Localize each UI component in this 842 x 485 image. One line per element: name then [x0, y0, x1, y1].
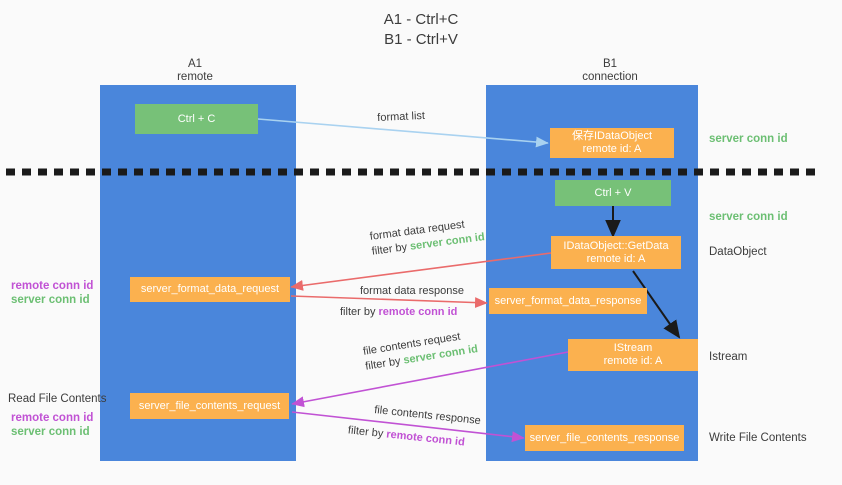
- filter-by-prefix: filter by: [371, 240, 411, 258]
- edge-label-format-list-text: format list: [377, 109, 426, 124]
- box-server-format-data-response[interactable]: server_format_data_response: [489, 288, 647, 314]
- box-ctrl-v[interactable]: Ctrl + V: [555, 180, 671, 206]
- note-left-server-conn-id-2: server conn id: [11, 426, 90, 438]
- filter-by-prefix: filter by: [347, 424, 387, 441]
- edge-label-file-contents-response: file contents response filter by remote …: [347, 403, 482, 452]
- note-right-dataobject: DataObject: [709, 246, 767, 258]
- edge-label-file-contents-response-line2: filter by remote conn id: [347, 423, 479, 452]
- box-istream[interactable]: IStream remote id: A: [568, 339, 698, 371]
- column-header-b1: B1 connection: [582, 58, 638, 83]
- note-left-remote-conn-id-2: remote conn id: [11, 412, 94, 424]
- edge-label-format-data-response-line1: format data response: [360, 285, 464, 297]
- conn-id-key: remote conn id: [385, 428, 466, 449]
- note-right-istream: Istream: [709, 351, 748, 363]
- box-server-file-contents-response[interactable]: server_file_contents_response: [525, 425, 684, 451]
- edge-label-format-data-response: format data response filter by remote co…: [340, 284, 464, 320]
- note-right-write-file-contents: Write File Contents: [709, 432, 807, 444]
- page-title: A1 - Ctrl+C B1 - Ctrl+V: [383, 11, 459, 48]
- note-left-server-conn-id-1: server conn id: [11, 294, 90, 306]
- box-save-idataobject[interactable]: 保存IDataObject remote id: A: [550, 128, 674, 158]
- conn-id-key: remote conn id: [378, 306, 458, 318]
- box-server-format-data-request[interactable]: server_format_data_request: [130, 277, 290, 302]
- note-left-remote-conn-id-1: remote conn id: [11, 280, 94, 292]
- box-getdata[interactable]: IDataObject::GetData remote id: A: [551, 236, 681, 269]
- note-right-server-conn-id-1: server conn id: [709, 133, 788, 145]
- box-server-file-contents-request[interactable]: server_file_contents_request: [130, 393, 289, 419]
- note-right-server-conn-id-2: server conn id: [709, 211, 788, 223]
- note-left-read-file-contents: Read File Contents: [8, 393, 107, 405]
- edge-label-file-contents-request: file contents request filter by server c…: [362, 327, 479, 374]
- edge-label-format-list: format list: [377, 109, 425, 126]
- edge-label-format-data-request: format data request filter by server con…: [369, 215, 486, 260]
- edge-label-file-contents-response-line1: file contents response: [373, 403, 482, 428]
- box-ctrl-c[interactable]: Ctrl + C: [135, 104, 258, 134]
- edge-label-format-data-response-line2: filter by remote conn id: [340, 305, 464, 320]
- filter-by-prefix: filter by: [340, 306, 379, 318]
- column-header-a1: A1 remote: [177, 58, 213, 83]
